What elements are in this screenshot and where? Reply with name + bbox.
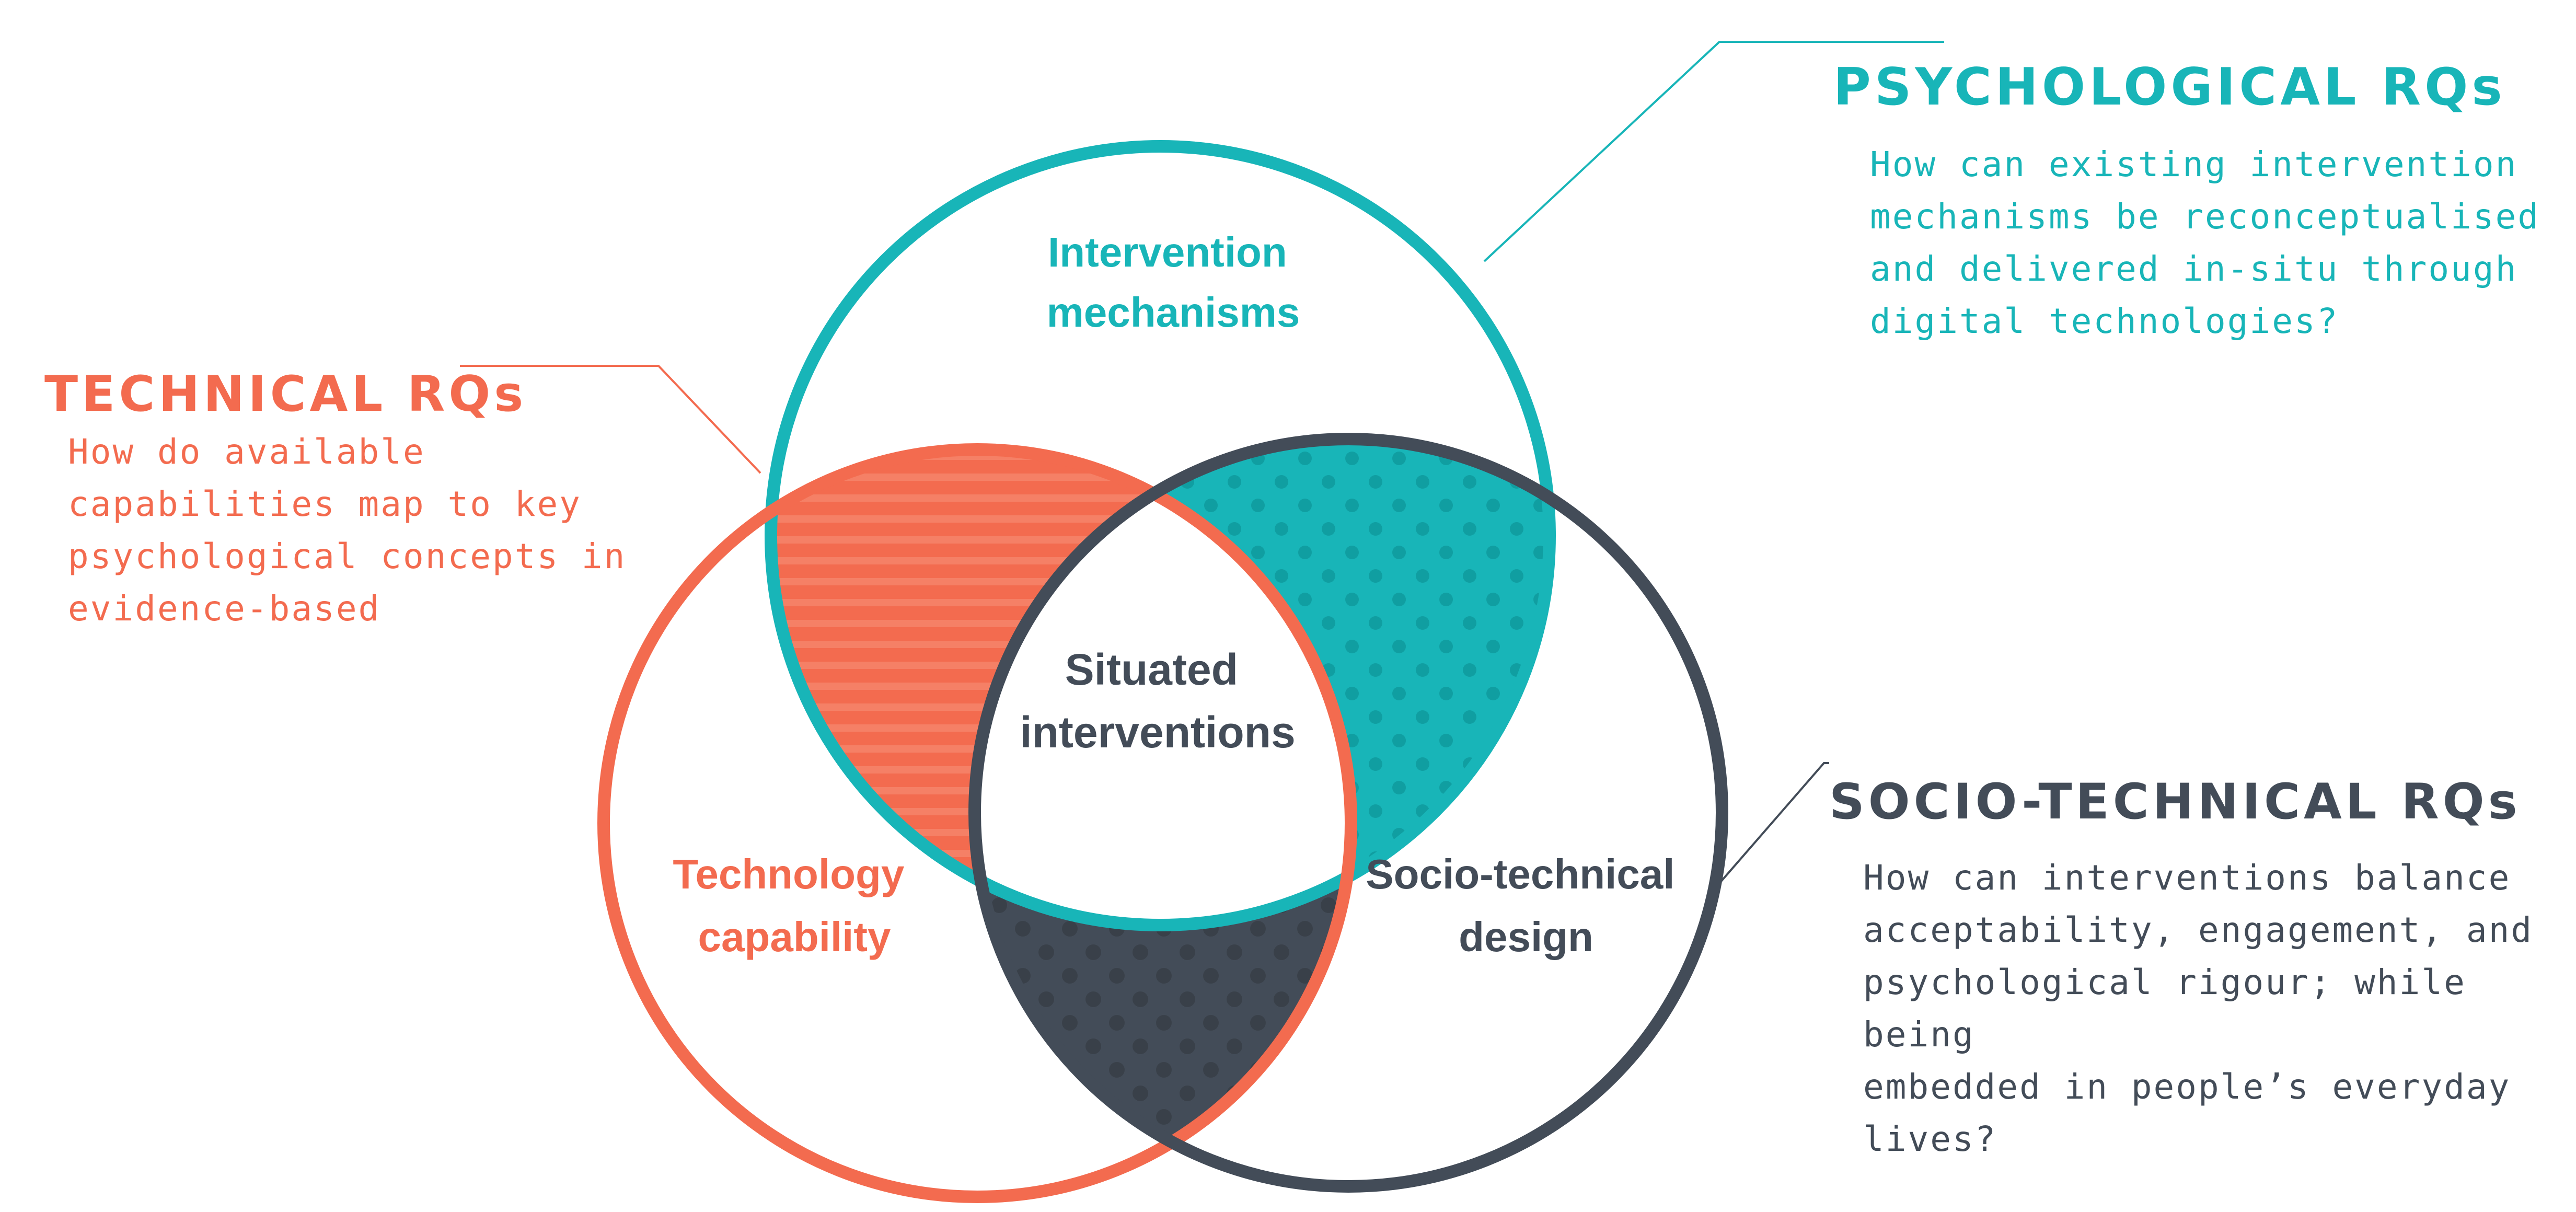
- psychological-rqs-title: PSYCHOLOGICAL RQs: [1833, 57, 2506, 117]
- socio-technical-rqs-body: How can interventions balance acceptabil…: [1863, 858, 2534, 1159]
- intervention-mechanisms-label: Intervention mechanisms: [1047, 229, 1300, 336]
- socio-technical-rqs-title: SOCIO-TECHNICAL RQs: [1829, 774, 2521, 830]
- technical-rqs-title: TECHNICAL RQs: [44, 366, 527, 423]
- socio-technical-circle: [968, 433, 1728, 1193]
- technical-rqs-body: How do available capabilities map to key…: [68, 432, 627, 629]
- socio-technical-connector-line: [1718, 762, 1829, 884]
- technology-capability-label: Technology capability: [673, 851, 916, 960]
- socio-technical-design-label: Socio-technical design: [1366, 851, 1686, 960]
- situated-interventions-label: Situated interventions: [1020, 645, 1295, 757]
- technical-connector-line: [460, 365, 761, 474]
- technology-circle: [597, 443, 1357, 1203]
- psychological-connector-line: [1483, 41, 1944, 262]
- psychological-circle: [765, 140, 1556, 931]
- psychological-rqs-body: How can existing intervention mechanisms…: [1870, 144, 2540, 341]
